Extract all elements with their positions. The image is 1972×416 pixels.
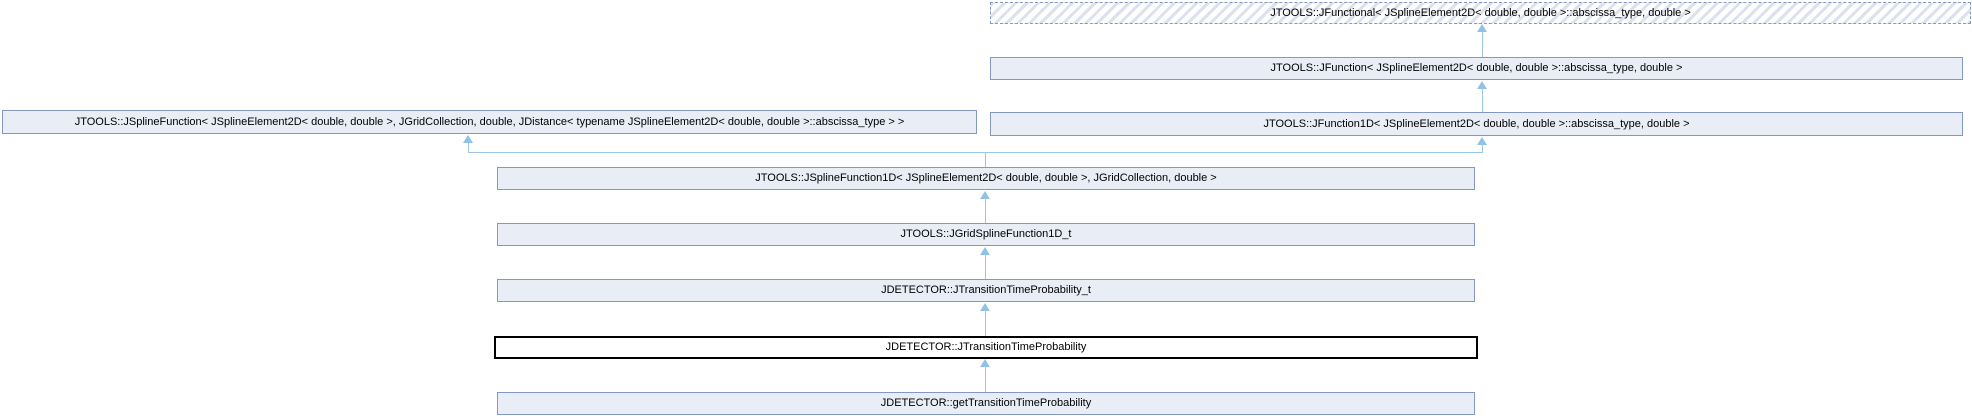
inheritance-edge-line (985, 367, 986, 392)
inheritance-arrowhead (1477, 24, 1487, 32)
class-node-label: JTOOLS::JSplineFunction< JSplineElement2… (74, 115, 905, 128)
class-node-label: JDETECTOR::JTransitionTimeProbability_t (881, 284, 1091, 296)
inheritance-edge-line (985, 255, 986, 279)
inheritance-edge-line (985, 199, 986, 223)
inheritance-arrowhead (980, 247, 990, 255)
inheritance-edge-line (985, 152, 986, 167)
inheritance-edge-line (1482, 145, 1483, 152)
inheritance-edge-line (1482, 89, 1483, 112)
inheritance-edge-line (985, 311, 986, 336)
class-node-label: JTOOLS::JFunctional< JSplineElement2D< d… (1270, 6, 1691, 19)
class-node-jfunction1d[interactable]: JTOOLS::JFunction1D< JSplineElement2D< d… (990, 112, 1963, 136)
class-node-jsplinefunction1d[interactable]: JTOOLS::JSplineFunction1D< JSplineElemen… (497, 167, 1475, 190)
class-node-jgridsplinefunction1d-t[interactable]: JTOOLS::JGridSplineFunction1D_t (497, 223, 1475, 246)
inheritance-edge-line (468, 152, 1483, 153)
inheritance-edge-line (468, 143, 469, 152)
class-node-jsplinefunction[interactable]: JTOOLS::JSplineFunction< JSplineElement2… (2, 110, 977, 134)
class-node-label: JTOOLS::JGridSplineFunction1D_t (900, 228, 1072, 240)
class-node-label: JTOOLS::JSplineFunction1D< JSplineElemen… (755, 172, 1217, 184)
inheritance-edge-line (1482, 32, 1483, 57)
inheritance-arrowhead (1477, 81, 1487, 89)
class-node-jtransitiontimeprobability-t[interactable]: JDETECTOR::JTransitionTimeProbability_t (497, 279, 1475, 302)
class-node-label: JTOOLS::JFunction< JSplineElement2D< dou… (1270, 62, 1683, 74)
class-node-jtransitiontimeprobability-current: JDETECTOR::JTransitionTimeProbability (494, 336, 1478, 359)
inheritance-arrowhead (463, 135, 473, 143)
inheritance-arrowhead (1477, 137, 1487, 145)
class-node-label: JTOOLS::JFunction1D< JSplineElement2D< d… (1263, 117, 1690, 130)
class-node-label: JDETECTOR::JTransitionTimeProbability (885, 341, 1087, 353)
class-node-jfunctional: JTOOLS::JFunctional< JSplineElement2D< d… (990, 2, 1971, 24)
class-node-label: JDETECTOR::getTransitionTimeProbability (880, 397, 1092, 409)
inheritance-arrowhead (980, 191, 990, 199)
inheritance-arrowhead (980, 303, 990, 311)
class-node-gettransitiontimeprobability[interactable]: JDETECTOR::getTransitionTimeProbability (497, 392, 1475, 415)
class-node-jfunction[interactable]: JTOOLS::JFunction< JSplineElement2D< dou… (990, 57, 1963, 80)
inheritance-arrowhead (980, 359, 990, 367)
